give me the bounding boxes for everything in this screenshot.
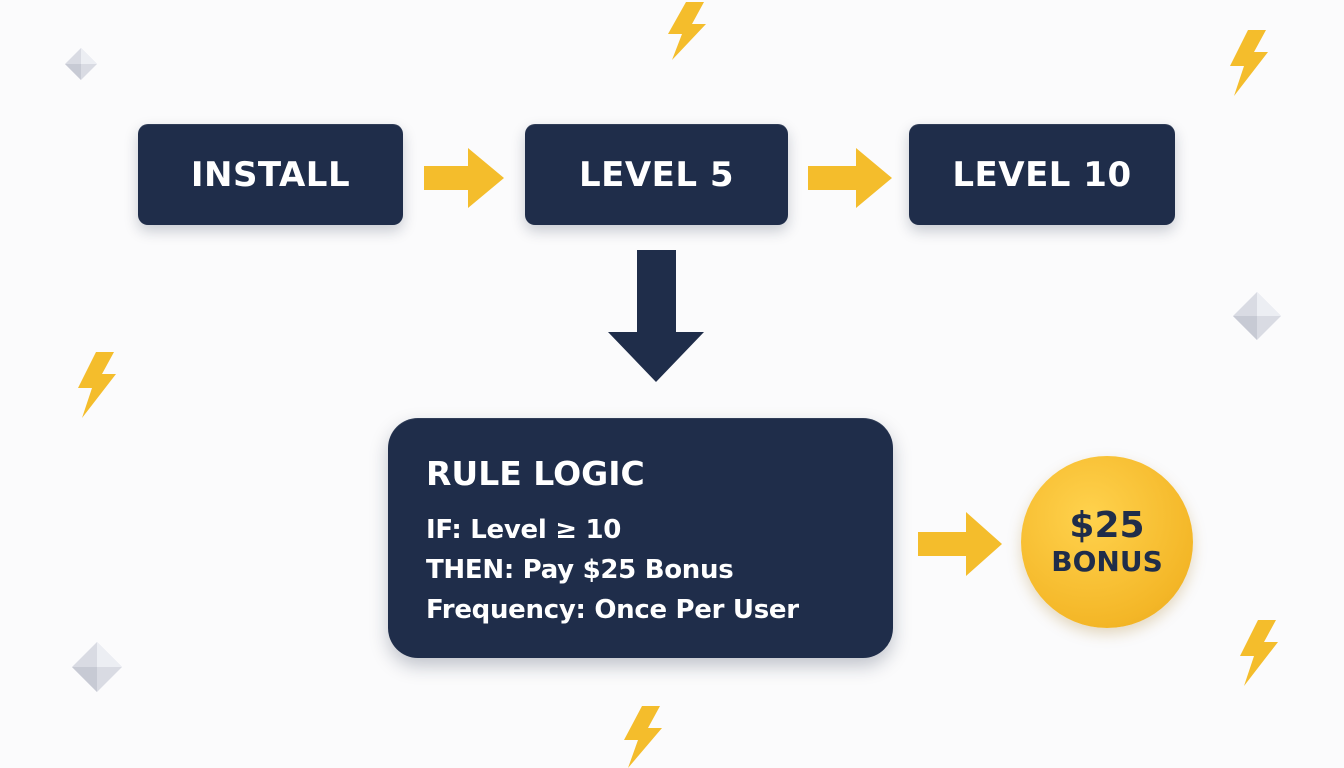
diamond-gem-icon bbox=[65, 48, 97, 80]
step-level-10: LEVEL 10 bbox=[909, 124, 1175, 225]
diamond-gem-icon bbox=[1233, 292, 1281, 340]
bonus-coin: $25 BONUS bbox=[1021, 456, 1193, 628]
rule-logic-card: RULE LOGIC IF: Level ≥ 10 THEN: Pay $25 … bbox=[388, 418, 893, 658]
step-install: INSTALL bbox=[138, 124, 403, 225]
lightning-bolt-icon bbox=[668, 2, 706, 60]
bonus-label: BONUS bbox=[1051, 545, 1163, 578]
lightning-bolt-icon bbox=[78, 352, 116, 418]
lightning-bolt-icon bbox=[1230, 30, 1268, 96]
arrow-right-icon bbox=[918, 512, 1002, 576]
lightning-bolt-icon bbox=[624, 706, 662, 768]
diamond-gem-icon bbox=[72, 642, 122, 692]
step-level-5: LEVEL 5 bbox=[525, 124, 788, 225]
rule-action: THEN: Pay $25 Bonus bbox=[426, 555, 734, 585]
rule-condition: IF: Level ≥ 10 bbox=[426, 515, 622, 545]
arrow-down-icon bbox=[608, 250, 704, 382]
arrow-right-icon bbox=[808, 148, 892, 208]
lightning-bolt-icon bbox=[1240, 620, 1278, 686]
arrow-right-icon bbox=[424, 148, 504, 208]
rule-frequency: Frequency: Once Per User bbox=[426, 595, 799, 625]
rule-logic-title: RULE LOGIC bbox=[426, 454, 645, 493]
bonus-amount: $25 bbox=[1069, 505, 1145, 546]
